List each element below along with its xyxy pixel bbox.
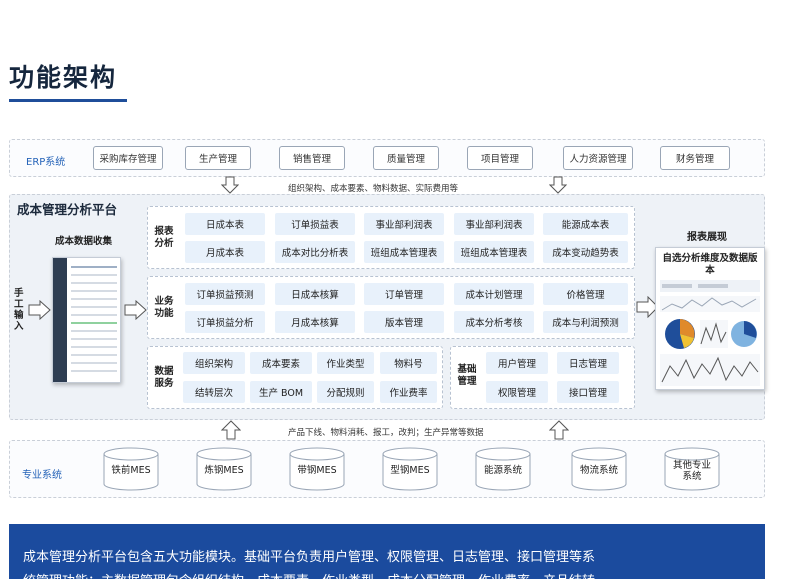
- report-cell: 月成本表: [185, 241, 265, 263]
- system-cylinder: 铁前MES: [103, 447, 159, 491]
- report-cell: 成本对比分析表: [275, 241, 355, 263]
- base-cell: 权限管理: [486, 381, 548, 403]
- erp-flow-text: 组织架构、成本要素、物料数据、实际费用等: [288, 184, 459, 194]
- title-underline: [9, 99, 127, 102]
- erp-item-hr: 人力资源管理: [563, 146, 633, 170]
- right-arrow-icon: [28, 300, 51, 320]
- system-cylinder: 能源系统: [475, 447, 531, 491]
- up-arrow-icon: [549, 420, 569, 440]
- right-arrow-icon: [636, 296, 659, 318]
- collect-title: 成本数据收集: [55, 236, 113, 247]
- business-cell: 成本分析考核: [454, 311, 534, 333]
- report-cell: 能源成本表: [543, 213, 628, 235]
- business-cell: 月成本核算: [275, 311, 355, 333]
- erp-item-production: 生产管理: [185, 146, 251, 170]
- system-cylinder: 型钢MES: [382, 447, 438, 491]
- base-cell: 接口管理: [557, 381, 619, 403]
- description-text: 成本管理分析平台包含五大功能模块。基础平台负责用户管理、权限管理、日志管理、接口…: [23, 546, 763, 579]
- down-arrow-icon: [549, 176, 567, 194]
- data-service-cell: 作业费率: [380, 381, 437, 403]
- business-cell: 成本与利润预测: [543, 311, 628, 333]
- manual-input-label: 手工输入: [14, 288, 24, 332]
- business-cell: 版本管理: [364, 311, 444, 333]
- description-panel: [9, 524, 765, 579]
- data-service-label: 数据服务: [154, 366, 174, 389]
- business-cell: 价格管理: [543, 283, 628, 305]
- system-label: 物流系统: [579, 465, 618, 476]
- data-service-cell: 分配规则: [317, 381, 374, 403]
- collection-screen-thumbnail: [52, 257, 121, 383]
- base-cell: 用户管理: [486, 352, 548, 374]
- system-cylinder: 物流系统: [571, 447, 627, 491]
- system-label: 炼钢MES: [204, 465, 244, 476]
- down-arrow-icon: [221, 176, 239, 194]
- business-function-label: 业务功能: [154, 296, 174, 319]
- right-arrow-icon: [124, 300, 147, 320]
- system-label: 带钢MES: [297, 465, 337, 476]
- data-service-cell: 作业类型: [317, 352, 374, 374]
- system-cylinder: 带钢MES: [289, 447, 345, 491]
- erp-label: ERP系统: [26, 157, 66, 168]
- page-title: 功能架构: [9, 63, 118, 92]
- data-service-cell: 物料号: [380, 352, 437, 374]
- system-cylinder: 炼钢MES: [196, 447, 252, 491]
- systems-flow-text: 产品下线、物料消耗、报工，改判；生产异常等数据: [288, 428, 484, 438]
- report-cell: 订单损益表: [275, 213, 355, 235]
- data-service-cell: 结转层次: [183, 381, 245, 403]
- systems-label: 专业系统: [22, 470, 62, 481]
- data-service-cell: 成本要素: [250, 352, 312, 374]
- system-label: 其他专业系统: [672, 460, 711, 482]
- business-cell: 日成本核算: [275, 283, 355, 305]
- data-service-cell: 生产 BOM: [250, 381, 312, 403]
- business-cell: 订单损益预测: [185, 283, 265, 305]
- report-cell: 日成本表: [185, 213, 265, 235]
- base-management-label: 基础管理: [457, 364, 477, 387]
- description-line-2: 统管理功能；主数据管理包含组织结构、成本要素、作业类型、成本分配管理、作业费率、…: [23, 570, 763, 579]
- erp-item-finance: 财务管理: [660, 146, 730, 170]
- erp-item-project: 项目管理: [467, 146, 533, 170]
- system-label: 铁前MES: [111, 465, 151, 476]
- system-cylinder: 其他专业系统: [664, 447, 720, 491]
- erp-item-purchase-inventory: 采购库存管理: [93, 146, 163, 170]
- report-display-subtitle: 自选分析维度及数据版本: [662, 253, 758, 276]
- description-line-1: 成本管理分析平台包含五大功能模块。基础平台负责用户管理、权限管理、日志管理、接口…: [23, 550, 596, 565]
- up-arrow-icon: [221, 420, 241, 440]
- business-cell: 订单损益分析: [185, 311, 265, 333]
- report-cell: 班组成本管理表: [454, 241, 534, 263]
- data-service-cell: 组织架构: [183, 352, 245, 374]
- system-label: 能源系统: [483, 465, 522, 476]
- erp-item-quality: 质量管理: [373, 146, 439, 170]
- report-cell: 成本变动趋势表: [543, 241, 628, 263]
- business-cell: 订单管理: [364, 283, 444, 305]
- report-display-title: 报表展现: [687, 232, 727, 243]
- base-cell: 日志管理: [557, 352, 619, 374]
- system-label: 型钢MES: [390, 465, 430, 476]
- platform-title: 成本管理分析平台: [17, 202, 118, 217]
- report-analysis-label: 报表分析: [154, 226, 174, 249]
- report-cell: 班组成本管理表: [364, 241, 444, 263]
- report-cell: 事业部利润表: [454, 213, 534, 235]
- report-display-panel: [655, 247, 765, 390]
- business-cell: 成本计划管理: [454, 283, 534, 305]
- erp-item-sales: 销售管理: [279, 146, 345, 170]
- report-dashboard-thumbnail: [660, 280, 760, 386]
- report-cell: 事业部利润表: [364, 213, 444, 235]
